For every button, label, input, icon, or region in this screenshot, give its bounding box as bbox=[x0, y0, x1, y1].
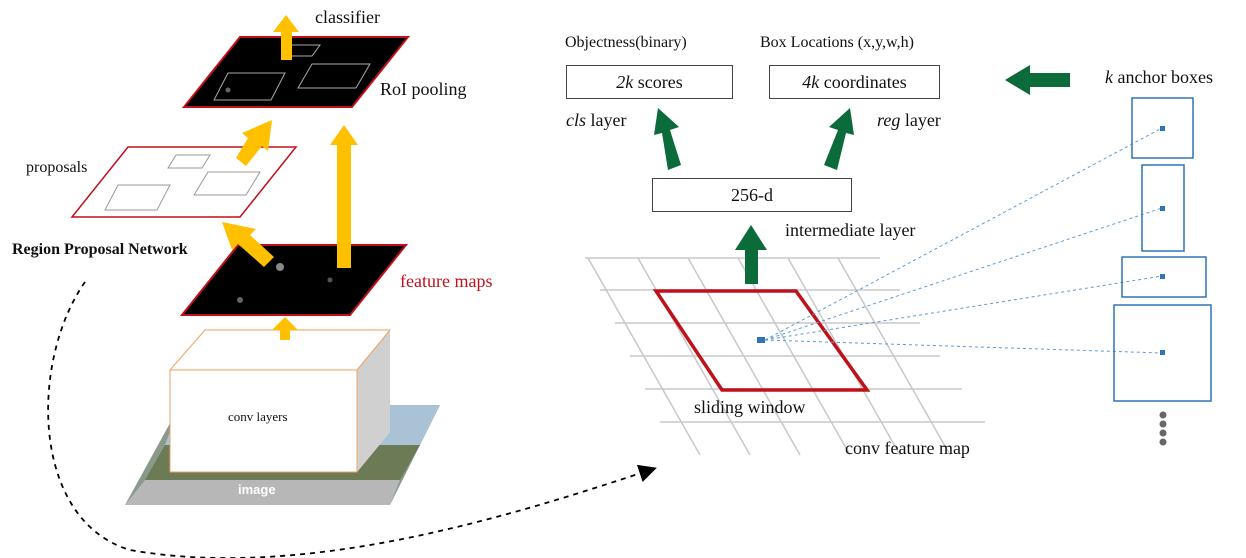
conv-feature-grid bbox=[585, 257, 985, 456]
dashed-connector bbox=[47, 281, 657, 558]
more-anchors-ellipsis bbox=[1159, 411, 1167, 446]
anchor-k: k bbox=[1105, 67, 1113, 87]
rpn-label: Region Proposal Network bbox=[12, 241, 188, 258]
arrow-grid-to-intermediate bbox=[735, 225, 767, 284]
reg-rest: layer bbox=[900, 110, 941, 130]
anchor-boxes bbox=[1113, 97, 1212, 402]
arrow-rpn-to-proposals bbox=[236, 120, 272, 166]
scores-text: scores bbox=[633, 71, 683, 92]
proposals-label: proposals bbox=[26, 159, 88, 176]
green-arrows bbox=[654, 65, 1070, 284]
coords-k: 4k bbox=[802, 71, 820, 92]
yellow-arrows bbox=[222, 15, 358, 340]
anchor-box-2 bbox=[1141, 164, 1185, 252]
reg-italic: reg bbox=[877, 110, 901, 130]
arrow-intermediate-to-cls bbox=[654, 108, 681, 170]
cls-rest: layer bbox=[586, 110, 627, 130]
feature-maps-plane bbox=[179, 244, 409, 316]
intermediate-box: 256-d bbox=[652, 178, 852, 212]
intermediate-layer-label: intermediate layer bbox=[785, 220, 916, 240]
conv-feature-map-label: conv feature map bbox=[845, 438, 970, 458]
conv-layers-block bbox=[168, 329, 392, 473]
coordinates-box: 4k coordinates bbox=[769, 65, 940, 99]
roi-pooling-plane bbox=[181, 36, 411, 108]
cls-layer-label: cls layer bbox=[566, 111, 626, 129]
cls-italic: cls bbox=[566, 110, 586, 130]
image-label: image bbox=[238, 482, 276, 497]
sliding-window-label: sliding window bbox=[694, 397, 806, 417]
anchor-boxes-label: k anchor boxes bbox=[1105, 68, 1213, 86]
anchor-connectors bbox=[764, 127, 1163, 354]
anchor-center-point bbox=[757, 337, 765, 343]
proposals-plane bbox=[70, 146, 298, 218]
anchor-box-3 bbox=[1121, 256, 1207, 298]
reg-layer-label: reg layer bbox=[877, 111, 941, 129]
sliding-window bbox=[652, 289, 871, 392]
coords-text: coordinates bbox=[819, 71, 907, 92]
arrow-feature-to-rpn bbox=[222, 222, 274, 267]
feature-maps-label: feature maps bbox=[400, 271, 493, 291]
classifier-label: classifier bbox=[315, 7, 380, 27]
arrow-to-classifier bbox=[273, 15, 299, 60]
anchor-rest: anchor boxes bbox=[1113, 67, 1213, 87]
arrow-anchors-to-coords bbox=[1005, 65, 1070, 95]
roi-pooling-label: RoI pooling bbox=[380, 79, 467, 99]
anchor-box-1 bbox=[1131, 97, 1194, 159]
scores-box: 2k scores bbox=[566, 65, 733, 99]
up-arrow-conv-to-feature bbox=[272, 317, 298, 340]
anchor-centers bbox=[1160, 126, 1165, 355]
anchor-box-4 bbox=[1113, 304, 1212, 402]
up-arrow-feature-to-roi bbox=[330, 125, 358, 268]
intermediate-value: 256-d bbox=[731, 184, 773, 205]
conv-layers-label: conv layers bbox=[228, 409, 288, 424]
objectness-label: Objectness(binary) bbox=[565, 34, 687, 51]
arrow-intermediate-to-reg bbox=[824, 108, 854, 170]
scores-k: 2k bbox=[616, 71, 634, 92]
box-locations-label: Box Locations (x,y,w,h) bbox=[760, 34, 914, 51]
